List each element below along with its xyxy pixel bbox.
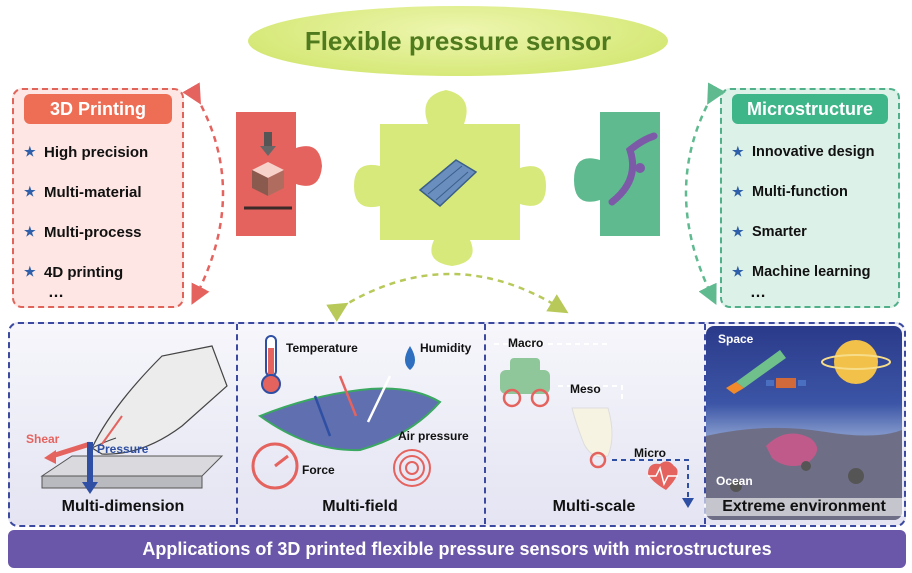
- star-icon: ★: [732, 264, 744, 279]
- multi-dimension-illustration: [40, 345, 228, 494]
- extreme-environment-label: Extreme environment: [704, 498, 904, 516]
- star-icon: ★: [732, 224, 744, 239]
- printing-panel: 3D Printing ★ High precision ★ Multi-mater…: [12, 88, 184, 308]
- list-item: ★ Smarter: [732, 212, 874, 252]
- printing-puzzle-piece: [236, 112, 322, 236]
- list-item: ★ Multi-process: [24, 212, 148, 252]
- star-icon: ★: [24, 264, 36, 279]
- star-icon: ★: [24, 144, 36, 159]
- printing-link-arrow: [182, 82, 225, 305]
- list-item-label: Multi-material: [44, 183, 142, 201]
- star-icon: ★: [732, 184, 744, 199]
- printing-feature-list: ★ High precision ★ Multi-material ★ Multi-p…: [24, 132, 148, 292]
- space-label: Space: [718, 332, 754, 346]
- ocean-label: Ocean: [716, 474, 753, 488]
- meso-label: Meso: [570, 382, 601, 396]
- microstructure-link-arrow: [684, 82, 726, 305]
- list-item: ★ Innovative design: [732, 132, 874, 172]
- list-item: ★ High precision: [24, 132, 148, 172]
- list-item-label: Smarter: [752, 224, 807, 240]
- puzzle-diagram: [182, 82, 726, 322]
- section-divider: [704, 324, 706, 524]
- star-icon: ★: [24, 184, 36, 199]
- shear-label: Shear: [26, 432, 60, 446]
- list-item: ★ Machine learning: [732, 252, 874, 292]
- multi-dimension-label: Multi-dimension: [61, 498, 185, 515]
- force-label: Force: [302, 463, 335, 477]
- list-item-label: Multi-process: [44, 223, 142, 241]
- list-item: ★ 4D printing: [24, 252, 148, 292]
- multi-field-illustration: [251, 335, 442, 490]
- microstructure-panel-header: Microstructure: [732, 94, 888, 124]
- printing-ellipsis: …: [48, 284, 64, 301]
- star-icon: ★: [24, 224, 36, 239]
- star-icon: ★: [732, 144, 744, 159]
- application-link-arrow: [326, 272, 569, 322]
- list-item: ★ Multi-function: [732, 172, 874, 212]
- macro-label: Macro: [508, 336, 544, 350]
- microstructure-ellipsis: …: [750, 284, 766, 301]
- page-title: Flexible pressure sensor: [304, 25, 612, 56]
- list-item-label: 4D printing: [44, 263, 124, 281]
- list-item-label: Multi-function: [752, 184, 848, 200]
- multi-scale-illustration: [494, 343, 694, 508]
- extreme-environment-scene: [706, 326, 902, 520]
- applications-banner: Applications of 3D printed flexible pres…: [8, 530, 906, 568]
- sensor-puzzle-piece: [354, 90, 546, 266]
- list-item-label: High precision: [44, 143, 149, 161]
- section-divider: [236, 324, 238, 524]
- list-item-label: Machine learning: [752, 264, 871, 280]
- humidity-label: Humidity: [420, 341, 472, 355]
- title-ellipse: Flexible pressure sensor: [248, 6, 668, 76]
- space-ocean-illustration: [706, 340, 902, 520]
- list-item-label: Innovative design: [752, 144, 875, 160]
- section-divider: [484, 324, 486, 524]
- micro-label: Micro: [634, 446, 667, 460]
- microstructure-feature-list: ★ Innovative design ★ Multi-function ★ Smar…: [732, 132, 874, 292]
- microstructure-puzzle-piece: [574, 112, 660, 236]
- air-pressure-label: Air pressure: [398, 429, 469, 443]
- multi-field-label: Multi-field: [322, 498, 398, 515]
- multi-scale-label: Multi-scale: [552, 498, 636, 515]
- list-item: ★ Multi-material: [24, 172, 148, 212]
- printing-panel-header: 3D Printing: [24, 94, 172, 124]
- temperature-label: Temperature: [286, 341, 358, 355]
- pressure-label: Pressure: [97, 442, 149, 456]
